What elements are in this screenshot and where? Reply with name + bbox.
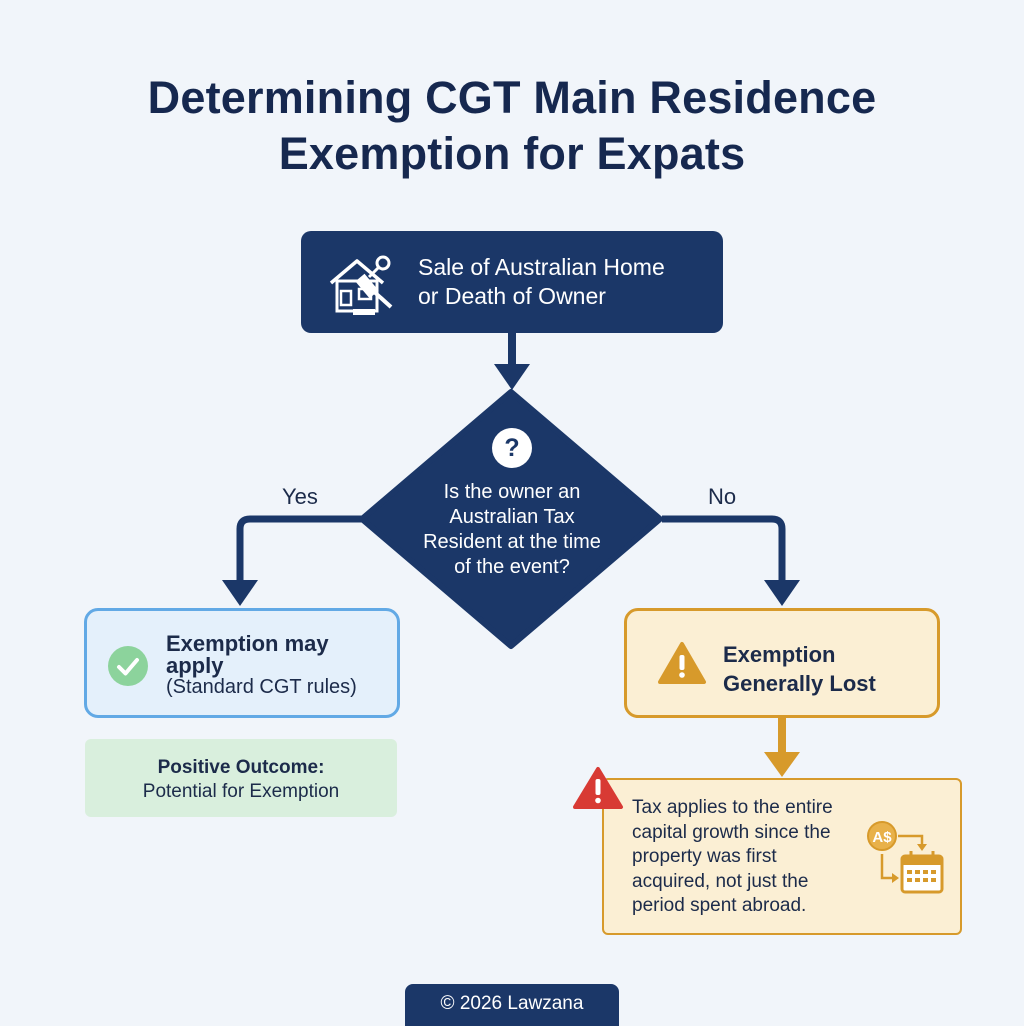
tax-applies-text: Tax applies to the entire capital growth… <box>632 796 833 919</box>
page-title-line-1: Determining CGT Main Residence <box>147 72 877 123</box>
house-gavel-key-icon <box>329 255 393 315</box>
question-icon: ? <box>492 428 532 468</box>
tax-applies-line-3: property was first <box>632 846 777 867</box>
positive-outcome-title: Positive Outcome: <box>157 757 325 778</box>
positive-outcome-box: Positive Outcome: Potential for Exemptio… <box>85 739 397 817</box>
tax-applies-line-5: period spent abroad. <box>632 895 807 916</box>
positive-outcome-text: Potential for Exemption <box>142 781 340 802</box>
page-title-line-2: Exemption for Expats <box>278 128 746 179</box>
warning-triangle-icon <box>658 642 706 684</box>
arrowhead-start-to-decision <box>494 364 530 390</box>
arrowhead-yes <box>222 580 258 606</box>
exemption-lost-line-2: Generally Lost <box>723 671 876 696</box>
connector-yes-branch <box>236 515 362 584</box>
start-event-text: Sale of Australian Home or Death of Owne… <box>418 253 665 311</box>
decision-diamond <box>359 389 663 649</box>
arrowhead-lost-to-detail <box>764 752 800 777</box>
exemption-may-apply-title: Exemption may apply <box>166 633 329 677</box>
tax-applies-line-2: capital growth since the <box>632 821 831 843</box>
decision-line-3: Resident at the time <box>423 531 601 553</box>
exemption-may-apply-box: Exemption may apply (Standard CGT rules) <box>84 608 400 718</box>
no-branch-label: No <box>708 484 737 509</box>
arrowhead-no <box>764 580 800 606</box>
check-circle-icon <box>108 646 148 686</box>
page-title: Determining CGT Main Residence Exemption… <box>0 70 1024 182</box>
start-event-line-2: or Death of Owner <box>418 283 606 309</box>
exemption-may-apply-line-2: apply <box>166 653 224 678</box>
copyright-footer: © 2026 Lawzana <box>405 984 619 1026</box>
alert-triangle-icon <box>573 767 623 809</box>
decision-line-4: of the event? <box>454 556 570 578</box>
exemption-lost-line-1: Exemption <box>723 642 836 667</box>
tax-applies-note: Tax applies to the entire capital growth… <box>602 778 962 935</box>
exemption-lost-box: Exemption Generally Lost <box>624 608 940 718</box>
tax-applies-line-4: acquired, not just the <box>632 870 809 892</box>
exemption-may-apply-subtitle: (Standard CGT rules) <box>166 676 357 698</box>
decision-line-2: Australian Tax <box>449 506 575 528</box>
decision-question: Is the owner an Australian Tax Resident … <box>412 480 612 580</box>
currency-calendar-icon: A$ <box>867 821 944 894</box>
currency-label: A$ <box>872 829 892 846</box>
exemption-lost-title: Exemption Generally Lost <box>723 640 876 698</box>
start-event-box: Sale of Australian Home or Death of Owne… <box>301 231 723 333</box>
yes-branch-label: Yes <box>282 484 318 509</box>
start-event-line-1: Sale of Australian Home <box>418 254 665 280</box>
decision-line-1: Is the owner an <box>443 481 581 503</box>
tax-applies-line-1: Tax applies to the entire <box>632 797 833 818</box>
exemption-may-apply-line-1: Exemption may <box>166 631 329 656</box>
connector-no-branch <box>662 515 786 584</box>
